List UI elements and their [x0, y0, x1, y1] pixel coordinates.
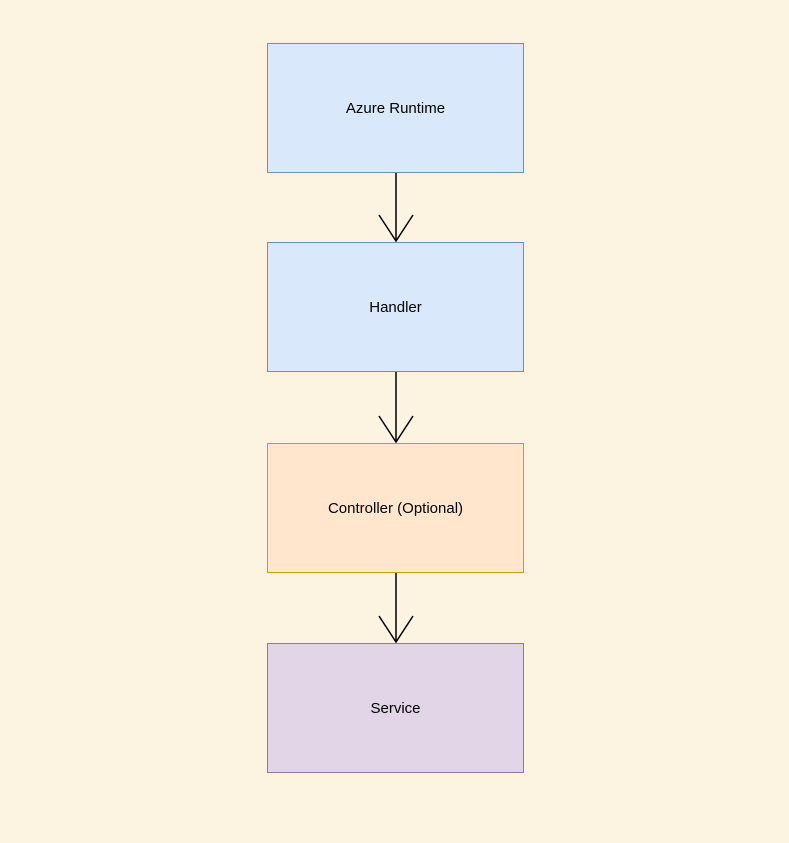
- node-service-label: Service: [370, 699, 421, 717]
- node-controller-optional: Controller (Optional): [267, 443, 524, 573]
- arrow-runtime-to-handler: [374, 173, 418, 242]
- node-azure-runtime-label: Azure Runtime: [345, 99, 446, 117]
- node-controller-optional-label: Controller (Optional): [327, 499, 464, 517]
- node-handler-label: Handler: [369, 298, 422, 316]
- node-handler: Handler: [267, 242, 524, 372]
- down-arrow-icon: [378, 573, 414, 643]
- node-service: Service: [267, 643, 524, 773]
- down-arrow-icon: [378, 173, 414, 242]
- node-azure-runtime: Azure Runtime: [267, 43, 524, 173]
- down-arrow-icon: [378, 372, 414, 443]
- arrow-handler-to-controller: [374, 372, 418, 443]
- arrow-controller-to-service: [374, 573, 418, 643]
